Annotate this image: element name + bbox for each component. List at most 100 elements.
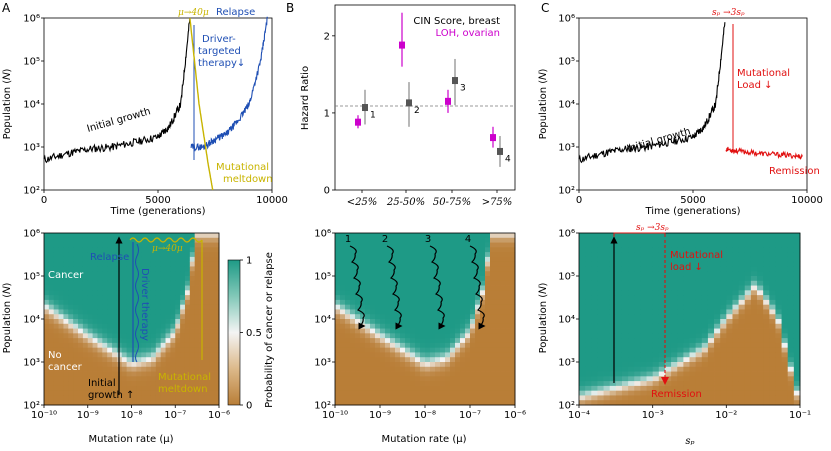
panel-e-heatmap-cell bbox=[375, 233, 381, 239]
panel-e-heatmap-cell bbox=[335, 295, 341, 301]
panel-e-heatmap-cell bbox=[395, 400, 401, 406]
panel-f-heatmap-cell bbox=[732, 328, 740, 334]
panel-f-heatmap-cell bbox=[615, 290, 623, 296]
panel-f-heatmap-cell bbox=[591, 366, 598, 372]
panel-d-heatmap-cell bbox=[146, 362, 152, 368]
panel-f-heatmap-cell bbox=[677, 328, 684, 334]
panel-f-heatmap-cell bbox=[664, 266, 672, 272]
panel-e-heatmap-cell bbox=[360, 285, 366, 291]
panel-d-heatmap-cell bbox=[107, 271, 113, 277]
panel-d-heatmap-cell bbox=[48, 299, 55, 306]
panel-d-heatmap-cell bbox=[175, 323, 181, 329]
panel-d-heatmap-cell bbox=[48, 333, 55, 339]
panel-d-heatmap-cell bbox=[97, 280, 103, 286]
panel-d-heatmap-cell bbox=[180, 319, 186, 325]
panel-d-heatmap-cell bbox=[78, 319, 84, 325]
panel-d-heatmap-cell bbox=[44, 390, 50, 396]
panel-f-heatmap-cell bbox=[640, 295, 647, 301]
panel-f-heatmap-cell bbox=[720, 371, 727, 377]
panel-e-heatmap-cell bbox=[425, 247, 431, 253]
panel-d-heatmap-cell bbox=[44, 266, 50, 272]
panel-f-heatmap-cell bbox=[603, 347, 611, 353]
panel-e-heatmap-cell bbox=[410, 242, 416, 248]
panel-f-heatmap-cell bbox=[763, 333, 770, 339]
panel-e-heatmap-cell bbox=[420, 381, 426, 387]
panel-f-heatmap-cell bbox=[677, 295, 684, 301]
panel-f-heatmap-cell bbox=[738, 319, 746, 325]
panel-d-heatmap-cell bbox=[97, 295, 103, 301]
panel-f-heatmap-cell bbox=[603, 333, 611, 339]
panel-d-heatmap-cell bbox=[170, 295, 176, 301]
panel-e-heatmap-cell bbox=[385, 333, 391, 339]
panel-f-heatmap-cell bbox=[652, 400, 660, 406]
panel-e-heatmap-cell bbox=[510, 366, 516, 372]
panel-d-heatmap-cell bbox=[194, 323, 200, 329]
panel-e-heatmap-cell bbox=[340, 385, 346, 392]
panel-f-heatmap-cell bbox=[775, 371, 782, 377]
panel-e-heatmap-cell bbox=[400, 271, 406, 277]
panel-d-heatmap-cell bbox=[131, 347, 137, 353]
panel-f-heatmap-cell bbox=[579, 271, 586, 277]
panel-e-heatmap-cell bbox=[495, 342, 501, 349]
panel-f-heatmap-cell bbox=[757, 242, 764, 248]
panel-f-heatmap-cell bbox=[769, 357, 776, 363]
panel-e-heatmap-cell bbox=[380, 309, 386, 315]
panel-d-heatmap-cell bbox=[189, 366, 196, 372]
panel-f-heatmap-cell bbox=[646, 242, 654, 248]
panel-e-heatmap-cell bbox=[350, 290, 356, 296]
panel-d-heatmap-cell bbox=[63, 395, 69, 401]
panel-e-trajectory-label: 3 bbox=[425, 234, 431, 245]
panel-e-heatmap-cell bbox=[485, 362, 491, 368]
panel-d-heatmap-cell bbox=[53, 347, 59, 353]
panel-e-heatmap-cell bbox=[385, 342, 391, 349]
panel-f-heatmap-cell bbox=[591, 381, 598, 387]
panel-e-heatmap-cell bbox=[505, 280, 511, 286]
panel-d-heatmap-cell bbox=[82, 395, 89, 401]
panel-f-heatmap-cell bbox=[744, 290, 752, 296]
panel-f-heatmap-cell bbox=[591, 256, 598, 263]
panel-f-heatmap-cell bbox=[677, 290, 684, 296]
panel-d-heatmap-cell bbox=[184, 366, 191, 372]
panel-e-heatmap-cell bbox=[390, 347, 396, 353]
panel-d-heatmap-cell bbox=[160, 323, 166, 329]
panel-e-heatmap-cell bbox=[445, 323, 451, 329]
panel-e-heatmap-cell bbox=[495, 299, 501, 306]
panel-e-heatmap-cell bbox=[435, 247, 441, 253]
panel-f-heatmap-cell bbox=[591, 295, 598, 301]
panel-d-heatmap-cell bbox=[92, 247, 98, 253]
panel-d-heatmap-cell bbox=[121, 328, 128, 334]
panel-d-heatmap-cell bbox=[53, 271, 59, 277]
panel-f-heatmap-cell bbox=[714, 309, 721, 315]
panel-e-heatmap-cell bbox=[435, 276, 441, 282]
panel-f-heatmap-cell bbox=[732, 319, 740, 325]
panel-d-heatmap-cell bbox=[204, 280, 210, 286]
panel-e-heatmap-cell bbox=[450, 247, 456, 253]
panel-e-heatmap-cell bbox=[425, 309, 431, 315]
panel-e-heatmap-cell bbox=[450, 299, 456, 306]
panel-d-heatmap-cell bbox=[131, 261, 137, 267]
panel-e-heatmap-cell bbox=[355, 309, 361, 315]
panel-d-heatmap-cell bbox=[194, 381, 200, 387]
panel-e-heatmap-cell bbox=[340, 371, 346, 377]
panel-f-heatmap-cell bbox=[640, 371, 647, 377]
panel-e-heatmap-cell bbox=[430, 342, 436, 349]
panel-e-heatmap-cell bbox=[455, 352, 461, 358]
panel-f-heatmap-cell bbox=[701, 233, 709, 239]
panel-d-heatmap-cell bbox=[194, 290, 200, 296]
panel-d-heatmap-cell bbox=[146, 285, 152, 291]
panel-f-heatmap-cell bbox=[634, 237, 641, 243]
panel-f-heatmap-cell bbox=[628, 352, 635, 358]
panel-e-heatmap-cell bbox=[350, 352, 356, 358]
panel-e-heatmap-cell bbox=[510, 256, 516, 263]
panel-f-heatmap-cell bbox=[652, 314, 660, 320]
panel-d-heatmap-cell bbox=[189, 280, 196, 286]
panel-d-heatmap-cell bbox=[189, 338, 196, 344]
panel-e-heatmap-cell bbox=[400, 295, 406, 301]
panel-f-xlabel: sₚ bbox=[685, 436, 694, 447]
panel-d-heatmap-cell bbox=[53, 276, 59, 282]
cin-point bbox=[452, 77, 458, 85]
panel-d-heatmap-cell bbox=[92, 319, 98, 325]
panel-f-heatmap-cell bbox=[793, 295, 801, 301]
panel-f-heatmap-cell bbox=[787, 290, 795, 296]
panel-d-heatmap-cell bbox=[189, 395, 196, 401]
